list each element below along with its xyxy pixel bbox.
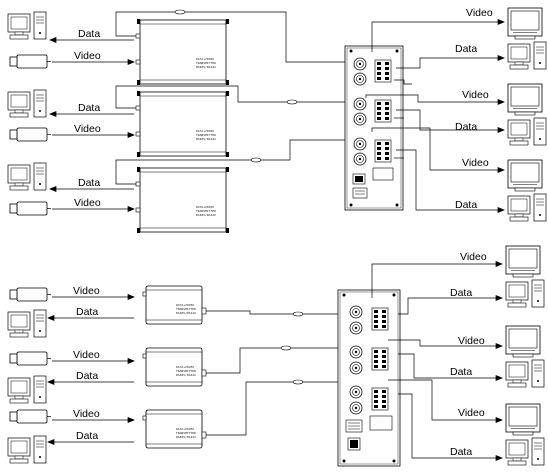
- pc-icon: [7, 435, 47, 464]
- svg-text:DATA+VIDEO: DATA+VIDEO: [176, 303, 194, 307]
- data-label: Data: [455, 121, 477, 133]
- pc-icon: [505, 359, 545, 388]
- svg-text:DATA+VIDEO: DATA+VIDEO: [176, 365, 194, 369]
- bottom-system: Video Data Video Data Video Data DATA+VI…: [7, 245, 545, 467]
- cables-bottom: [206, 310, 342, 436]
- transmitter-icon: DATA+VIDEO TRANSMITTER RS485/RS422: [142, 347, 207, 387]
- pc-icon: [505, 279, 545, 308]
- svg-text:RS485/RS422: RS485/RS422: [176, 311, 196, 315]
- data-label: Data: [78, 102, 100, 114]
- data-label: Data: [76, 306, 98, 318]
- monitor-icon: [507, 159, 543, 192]
- transmitter-icon: DATA+VIDEO TRANSMITTER RS485/RS422: [142, 285, 207, 325]
- video-label: Video: [73, 285, 100, 297]
- video-label: Video: [73, 349, 100, 361]
- data-label: Data: [78, 28, 100, 40]
- svg-text:DATA+VIDEO: DATA+VIDEO: [196, 205, 214, 209]
- pc-icon: [507, 41, 547, 70]
- pc-icon: [7, 162, 47, 191]
- data-label: Data: [76, 430, 98, 442]
- transmitter-icon: DATA+VIDEO TRANSMITTER RS485/RS422: [135, 90, 230, 158]
- pc-icon: [507, 117, 547, 146]
- monitor-icon: [505, 325, 541, 358]
- monitor-icon: [507, 7, 543, 40]
- data-label: Data: [76, 370, 98, 382]
- camera-icon: [9, 351, 52, 366]
- left-arrows-bottom: [47, 293, 135, 446]
- svg-text:RS485/RS422: RS485/RS422: [196, 213, 216, 217]
- svg-text:DATA+VIDEO: DATA+VIDEO: [176, 427, 194, 431]
- pc-icon: [7, 89, 47, 118]
- camera-icon: [9, 201, 52, 216]
- svg-text:RS485/RS422: RS485/RS422: [196, 65, 216, 69]
- pc-icon: [7, 11, 47, 40]
- svg-text:RS485/RS422: RS485/RS422: [176, 373, 196, 377]
- data-label: Data: [450, 366, 472, 378]
- svg-text:TRANSMITTER: TRANSMITTER: [176, 307, 196, 311]
- cables-top: [115, 9, 352, 185]
- video-label: Video: [458, 407, 485, 419]
- svg-text:TRANSMITTER: TRANSMITTER: [196, 133, 216, 137]
- transmitter-icon: DATA+VIDEO TRANSMITTER RS485/RS422: [142, 409, 207, 449]
- video-label: Video: [466, 7, 493, 19]
- svg-text:RS485/RS422: RS485/RS422: [196, 137, 216, 141]
- camera-icon: [9, 409, 52, 424]
- svg-text:TRANSMITTER: TRANSMITTER: [176, 431, 196, 435]
- right-lines-bottom: [371, 260, 503, 462]
- video-label: Video: [74, 197, 101, 209]
- svg-text:TRANSMITTER: TRANSMITTER: [176, 369, 196, 373]
- pc-icon: [507, 193, 547, 222]
- transmitter-icon: DATA+VIDEO TRANSMITTER RS485/RS422: [135, 18, 230, 86]
- data-label: Data: [78, 177, 100, 189]
- data-label: Data: [450, 287, 472, 299]
- monitor-icon: [505, 403, 541, 436]
- video-label: Video: [462, 89, 489, 101]
- pc-icon: [505, 437, 545, 466]
- video-label: Video: [460, 251, 487, 263]
- camera-icon: [9, 287, 52, 302]
- camera-icon: [9, 54, 52, 69]
- svg-text:TRANSMITTER: TRANSMITTER: [196, 209, 216, 213]
- monitor-icon: [507, 83, 543, 116]
- video-label: Video: [458, 335, 485, 347]
- video-label: Video: [73, 408, 100, 420]
- right-lines-top: [365, 18, 505, 214]
- monitor-icon: [505, 245, 541, 278]
- data-label: Data: [455, 199, 477, 211]
- data-label: Data: [455, 43, 477, 55]
- pc-icon: [7, 309, 47, 338]
- svg-text:DATA+VIDEO: DATA+VIDEO: [196, 57, 214, 61]
- svg-text:TRANSMITTER: TRANSMITTER: [196, 61, 216, 65]
- rack-receiver-icon: [337, 289, 401, 467]
- video-label: Video: [462, 157, 489, 169]
- pc-icon: [7, 375, 47, 404]
- video-label: Video: [74, 123, 101, 135]
- svg-text:DATA+VIDEO: DATA+VIDEO: [196, 129, 214, 133]
- left-arrows-top: [49, 36, 135, 213]
- data-label: Data: [450, 446, 472, 458]
- video-label: Video: [74, 50, 101, 62]
- svg-text:RS485/RS422: RS485/RS422: [176, 435, 196, 439]
- top-system: DATA+VIDEO TRANSMITTER RS485/RS422 DATA+…: [7, 7, 547, 234]
- camera-icon: [9, 127, 52, 142]
- transmitter-icon: DATA+VIDEO TRANSMITTER RS485/RS422: [135, 166, 230, 234]
